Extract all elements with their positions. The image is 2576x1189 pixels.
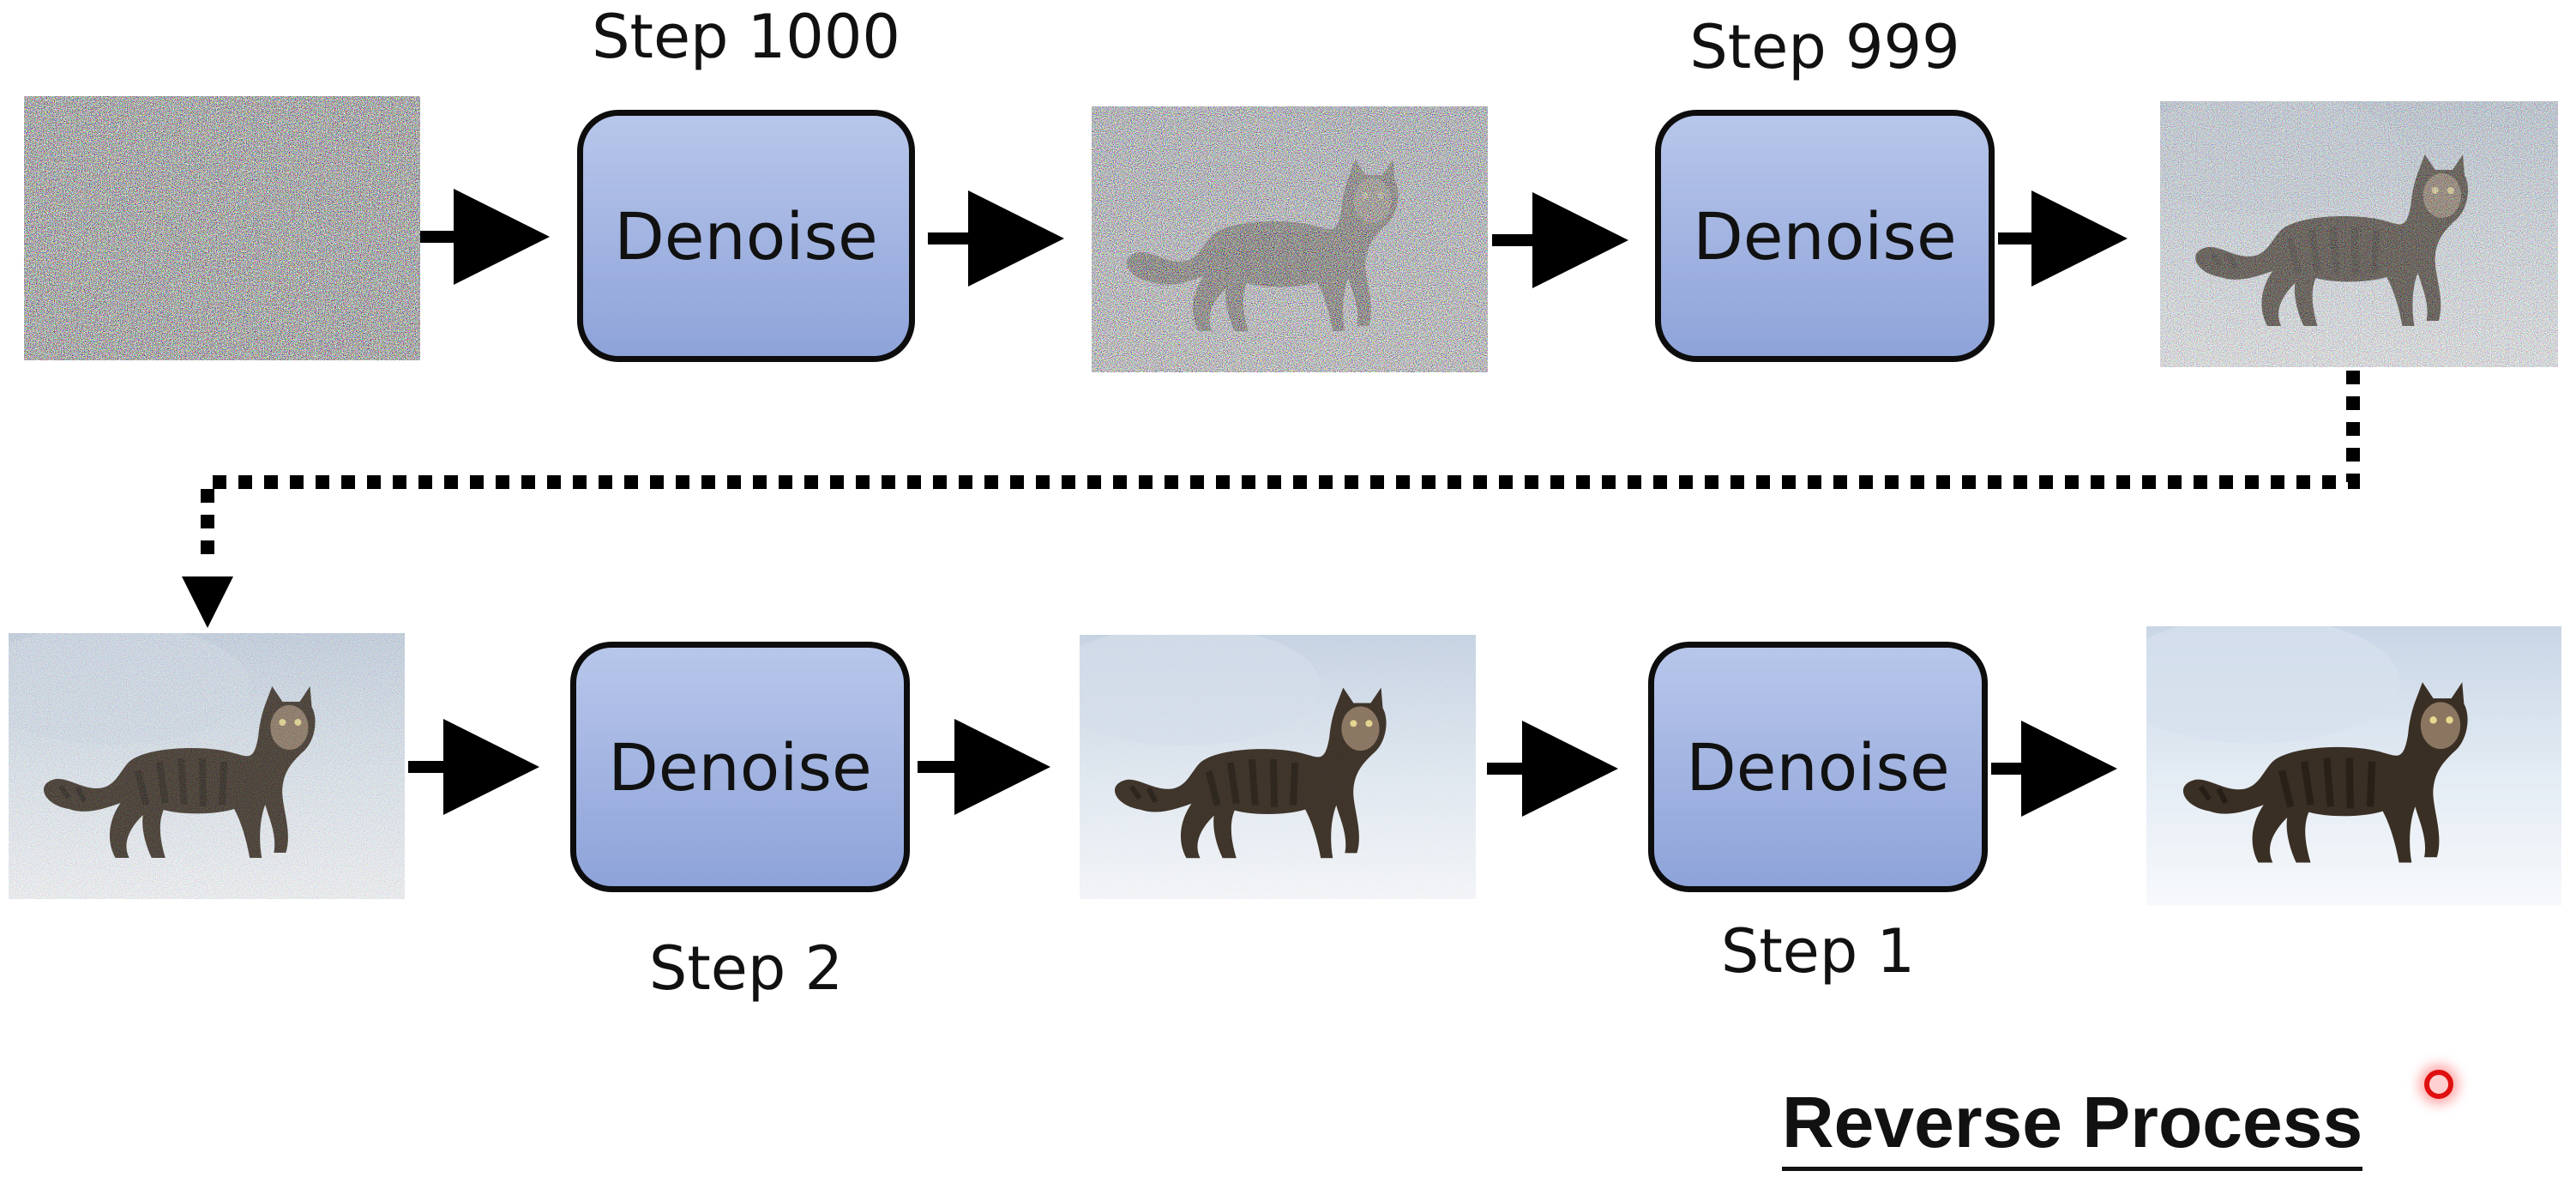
- denoise-box-step-999: Denoise: [1655, 110, 1995, 362]
- denoise-box-step-1: Denoise: [1648, 642, 1988, 892]
- denoise-box-step-1000: Denoise: [577, 110, 915, 362]
- laser-pointer-dot: [2424, 1070, 2453, 1099]
- step-1000-label: Step 1000: [592, 2, 900, 72]
- dotted-connector-arrow: [201, 371, 2360, 566]
- dotted-connector-arrowhead: [182, 576, 233, 628]
- cat-silhouette: [2182, 682, 2468, 863]
- denoise-label: Denoise: [608, 728, 872, 806]
- noisy-cat-step-2-image: [9, 633, 405, 899]
- noisy-cat-step-998-image: [2160, 101, 2558, 367]
- step-2-label: Step 2: [648, 933, 844, 1004]
- denoise-label: Denoise: [614, 197, 878, 275]
- noisy-cat-step-999-image: [1092, 106, 1488, 372]
- denoise-box-step-2: Denoise: [570, 642, 910, 892]
- step-999-label: Step 999: [1689, 12, 1960, 82]
- clean-cat-image: [2146, 626, 2561, 906]
- cat-step-1-image: [1080, 635, 1476, 899]
- denoise-label: Denoise: [1693, 197, 1957, 275]
- pure-noise-image: [24, 96, 420, 360]
- reverse-process-title: Reverse Process: [1782, 1083, 2363, 1172]
- denoise-label: Denoise: [1686, 728, 1950, 806]
- step-1-label: Step 1: [1720, 916, 1916, 987]
